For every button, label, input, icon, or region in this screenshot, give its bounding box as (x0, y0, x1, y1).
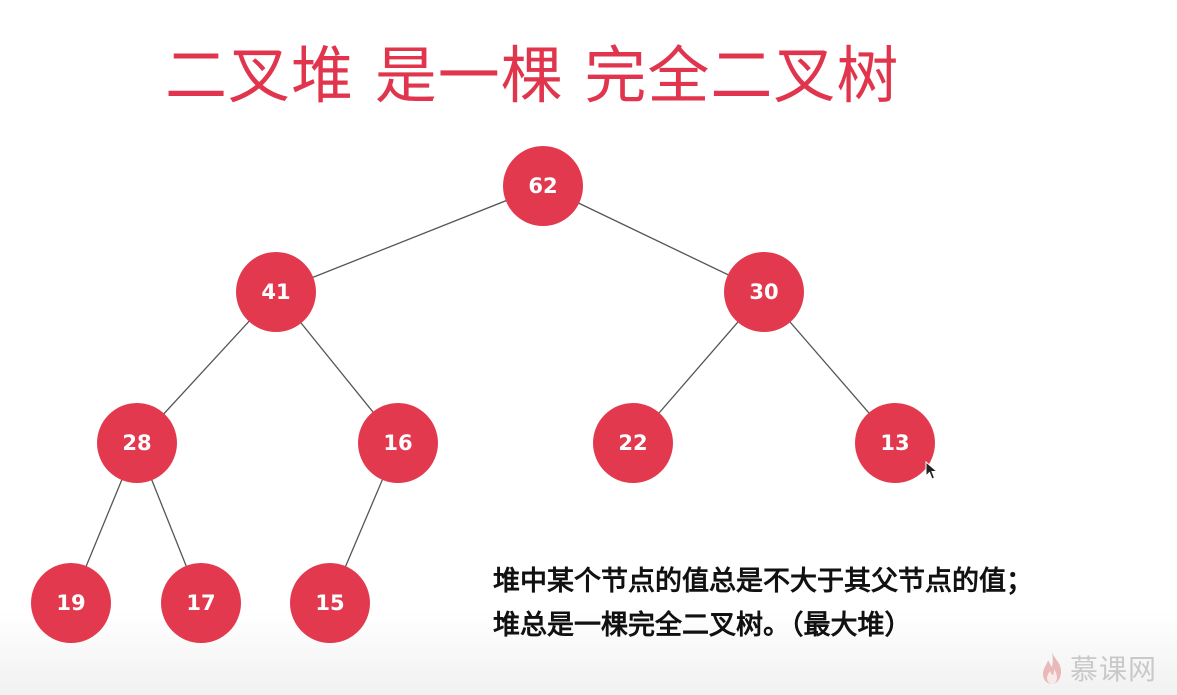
tree-node-30: 30 (724, 252, 804, 332)
tree-node-circle (97, 403, 177, 483)
tree-node-circle (593, 403, 673, 483)
tree-node-label: 15 (315, 591, 344, 615)
tree-node-15: 15 (290, 563, 370, 643)
tree-node-circle (724, 252, 804, 332)
tree-nodes: 62 41 30 28 16 22 13 19 17 15 (31, 146, 935, 643)
tree-edge-n62-n41 (275, 185, 544, 293)
tree-node-label: 41 (261, 280, 290, 304)
tree-node-circle (290, 563, 370, 643)
tree-node-label: 22 (618, 431, 647, 455)
tree-node-22: 22 (593, 403, 673, 483)
watermark-logo: 慕课网 (1040, 648, 1157, 688)
tree-node-19: 19 (31, 563, 111, 643)
tree-node-circle (31, 563, 111, 643)
description-line-1: 堆中某个节点的值总是不大于其父节点的值； (493, 566, 1033, 597)
tree-node-label: 19 (56, 591, 85, 615)
tree-node-41: 41 (236, 252, 316, 332)
tree-node-label: 30 (749, 280, 778, 304)
tree-node-label: 62 (528, 174, 557, 198)
tree-node-16: 16 (358, 403, 438, 483)
tree-node-62: 62 (503, 146, 583, 226)
tree-node-label: 16 (383, 431, 412, 455)
tree-node-circle (161, 563, 241, 643)
tree-node-circle (358, 403, 438, 483)
slide-title: 二叉堆 是一棵 完全二叉树 (165, 39, 900, 112)
description-line-2: 堆总是一棵完全二叉树。（最大堆） (493, 610, 912, 641)
tree-node-13: 13 (855, 403, 935, 483)
tree-node-label: 13 (880, 431, 909, 455)
tree-node-circle (503, 146, 583, 226)
tree-node-17: 17 (161, 563, 241, 643)
tree-edges (70, 185, 896, 604)
tree-node-label: 28 (122, 431, 151, 455)
tree-node-circle (855, 403, 935, 483)
tree-node-28: 28 (97, 403, 177, 483)
flame-icon (1043, 652, 1062, 684)
heap-description: 堆中某个节点的值总是不大于其父节点的值； 堆总是一棵完全二叉树。（最大堆） (493, 560, 1033, 648)
mouse-cursor-icon (925, 461, 939, 480)
watermark-text: 慕课网 (1070, 653, 1158, 686)
tree-edge-n62-n30 (542, 185, 765, 293)
tree-node-label: 17 (186, 591, 215, 615)
tree-node-circle (236, 252, 316, 332)
